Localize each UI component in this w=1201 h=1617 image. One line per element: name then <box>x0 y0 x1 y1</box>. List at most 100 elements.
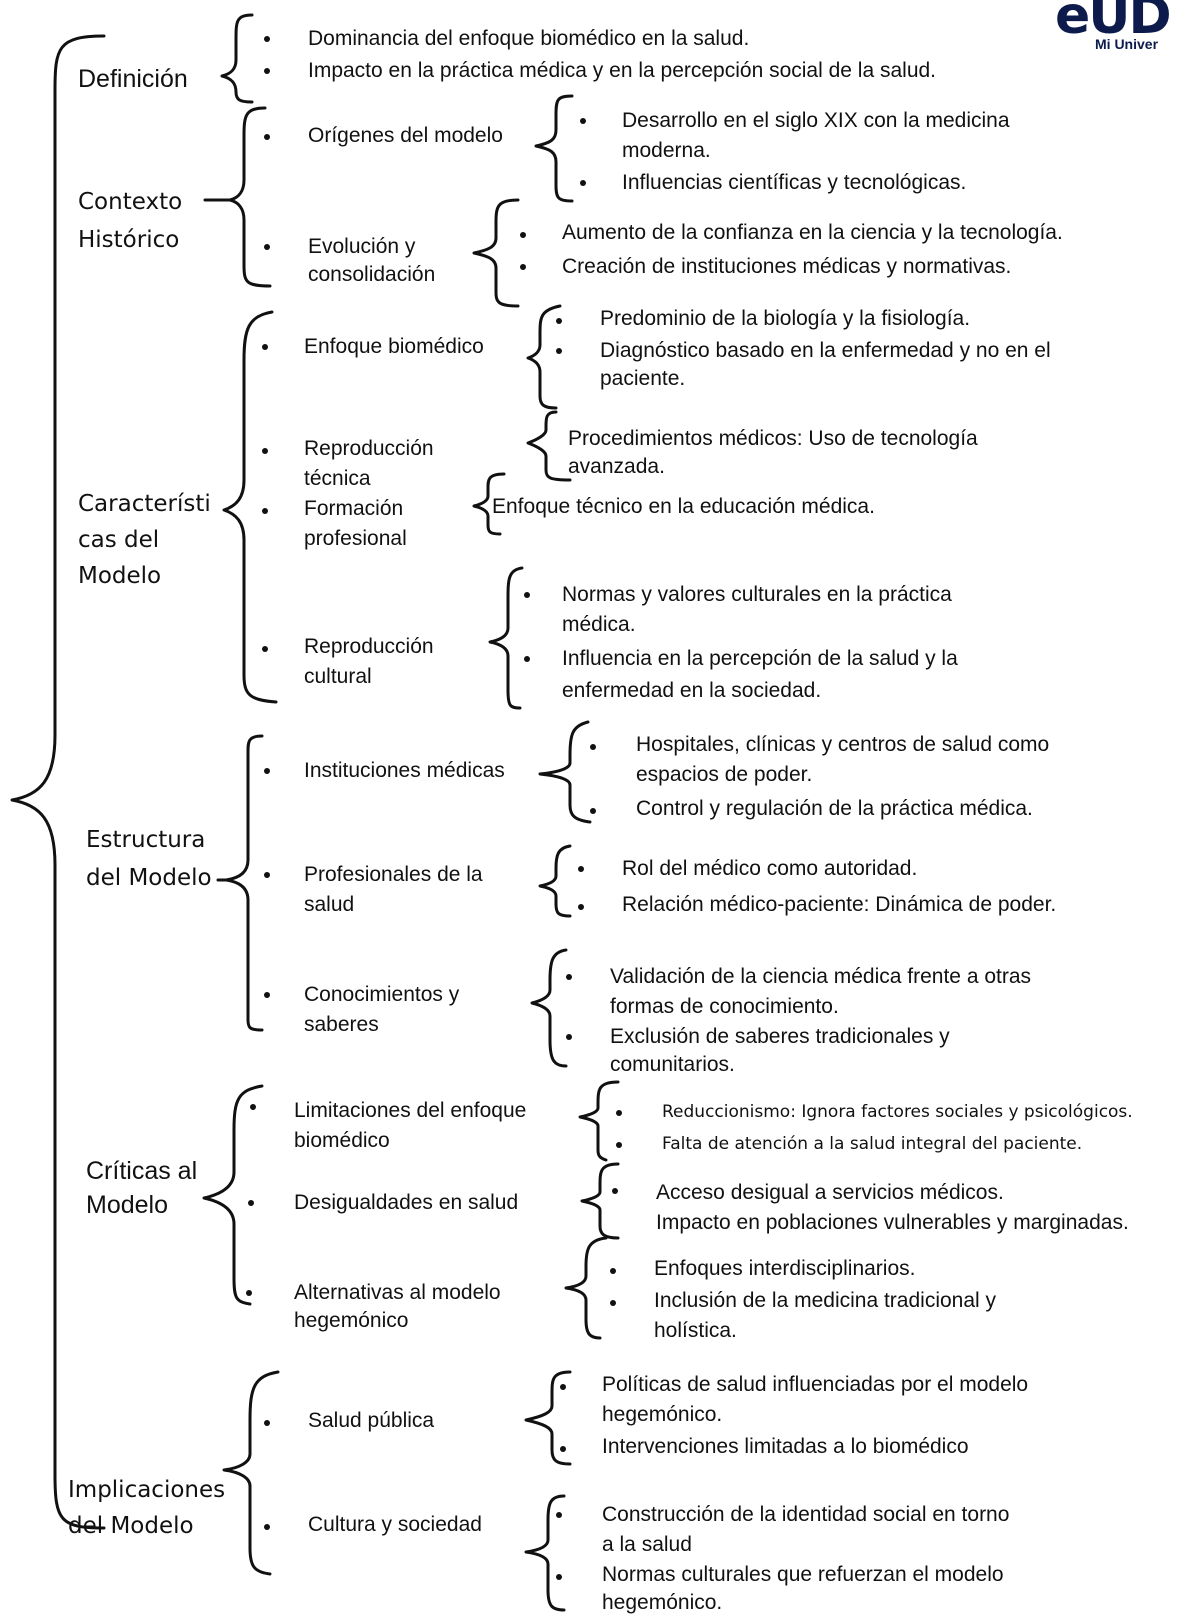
bullet <box>590 744 596 750</box>
detail-line: hegemónico. <box>602 1403 723 1426</box>
bullet <box>264 768 270 774</box>
brace-caracteristicas <box>222 310 278 704</box>
brace-formacion <box>472 472 506 536</box>
detail-line: Inclusión de la medicina tradicional y <box>654 1289 997 1312</box>
bullet <box>264 134 270 140</box>
detail-line: Normas y valores culturales en la prácti… <box>562 583 952 606</box>
alternativas-label: hegemónico <box>294 1309 409 1332</box>
bullet <box>578 904 584 910</box>
bullet <box>616 1110 622 1116</box>
detail-line: Desarrollo en el siglo XIX con la medici… <box>622 109 1010 132</box>
brace-reprod-cultural <box>488 566 524 710</box>
detail-line: Validación de la ciencia médica frente a… <box>610 965 1032 988</box>
bullet <box>566 974 572 980</box>
bullet <box>556 1512 562 1518</box>
bullet <box>264 244 270 250</box>
profesionales-label: Profesionales de la <box>304 863 483 886</box>
detail-line: Acceso desigual a servicios médicos. <box>656 1181 1004 1204</box>
detail-line: hegemónico. <box>602 1591 723 1614</box>
detail-line: Impacto en poblaciones vulnerables y mar… <box>656 1211 1129 1234</box>
detail-line: Enfoque técnico en la educación médica. <box>492 495 875 518</box>
brace-criticas <box>202 1084 264 1306</box>
detail-line: comunitarios. <box>610 1053 735 1076</box>
section-contexto-1: Contexto <box>78 189 183 215</box>
section-caracteristicas-1: Característi <box>78 491 211 517</box>
detail-line: Diagnóstico basado en la enfermedad y no… <box>600 339 1051 362</box>
brace-conocimientos <box>530 948 568 1068</box>
conocimientos-label: saberes <box>304 1013 379 1036</box>
bullet <box>556 318 562 324</box>
bullet <box>264 36 270 42</box>
section-caracteristicas-3: Modelo <box>78 563 162 589</box>
brace-desigualdades <box>580 1162 620 1240</box>
enfoque-label: Enfoque biomédico <box>304 335 484 358</box>
detail-line: Influencia en la percepción de la salud … <box>562 647 958 670</box>
formacion-label: profesional <box>304 527 407 550</box>
conocimientos-label: Conocimientos y <box>304 983 460 1006</box>
bullet <box>616 1142 622 1148</box>
bullet <box>264 992 270 998</box>
detail-line: Control y regulación de la práctica médi… <box>636 797 1033 820</box>
detail-line: Políticas de salud influenciadas por el … <box>602 1373 1029 1396</box>
bullet <box>610 1300 616 1306</box>
bullet <box>248 1200 254 1206</box>
detail-line: Hospitales, clínicas y centros de salud … <box>636 733 1050 756</box>
university-logo: eUD Mi Univer <box>1055 0 1201 50</box>
detail-line: Exclusión de saberes tradicionales y <box>610 1025 950 1048</box>
detail-line: Construcción de la identidad social en t… <box>602 1503 1010 1526</box>
detail-line: paciente. <box>600 367 686 390</box>
brace-origenes <box>534 94 574 203</box>
brace-alternativas <box>564 1236 608 1340</box>
bullet <box>262 508 268 514</box>
section-contexto-2: Histórico <box>78 227 180 253</box>
section-estructura-2: del Modelo <box>86 865 212 891</box>
reprod-cultural-label: cultural <box>304 665 372 688</box>
bullet <box>246 1290 252 1296</box>
section-implicaciones-1: Implicaciones <box>68 1477 226 1503</box>
detail-line: espacios de poder. <box>636 763 813 786</box>
bullet <box>556 348 562 354</box>
bullet <box>560 1384 566 1390</box>
bullet <box>578 866 584 872</box>
brace-definicion <box>220 13 254 104</box>
bullet <box>520 264 526 270</box>
detail-line: Influencias científicas y tecnológicas. <box>622 171 967 194</box>
alternativas-label: Alternativas al modelo <box>294 1281 501 1304</box>
reprod-cultural-label: Reproducción <box>304 635 434 658</box>
detail-line: holística. <box>654 1319 737 1342</box>
bullet <box>580 180 586 186</box>
detail-line: avanzada. <box>568 455 665 478</box>
bullet <box>264 872 270 878</box>
reprod-tecnica-label: técnica <box>304 467 371 490</box>
brace-estructura <box>216 734 264 1032</box>
definicion-item: Dominancia del enfoque biomédico en la s… <box>308 27 750 50</box>
origenes-label: Orígenes del modelo <box>308 124 503 147</box>
detail-line: Intervenciones limitadas a lo biomédico <box>602 1435 969 1458</box>
bullet <box>264 1524 270 1530</box>
detail-line: Enfoques interdisciplinarios. <box>654 1257 916 1280</box>
detail-line: Aumento de la confianza en la ciencia y … <box>562 221 1063 244</box>
brace-contexto <box>203 106 272 288</box>
brace-implicaciones <box>222 1370 280 1576</box>
profesionales-label: salud <box>304 893 355 916</box>
bullet <box>250 1104 256 1110</box>
detail-line: Predominio de la biología y la fisiologí… <box>600 307 971 330</box>
limitaciones-label: biomédico <box>294 1129 390 1152</box>
bullet <box>262 344 268 350</box>
detail-line: médica. <box>562 613 636 636</box>
bullet <box>264 68 270 74</box>
bullet <box>520 232 526 238</box>
detail-line: Procedimientos médicos: Uso de tecnologí… <box>568 427 978 450</box>
bullet <box>262 448 268 454</box>
bullet <box>264 1420 270 1426</box>
section-definicion: Definición <box>78 65 188 93</box>
detail-line: Relación médico-paciente: Dinámica de po… <box>622 893 1057 916</box>
detail-line: Reduccionismo: Ignora factores sociales … <box>662 1102 1133 1122</box>
limitaciones-label: Limitaciones del enfoque <box>294 1099 527 1122</box>
detail-line: Rol del médico como autoridad. <box>622 857 918 880</box>
instituciones-label: Instituciones médicas <box>304 759 505 782</box>
detail-line: Falta de atención a la salud integral de… <box>662 1134 1083 1154</box>
detail-line: moderna. <box>622 139 711 162</box>
bullet <box>556 1574 562 1580</box>
brace-cultura <box>524 1494 566 1612</box>
